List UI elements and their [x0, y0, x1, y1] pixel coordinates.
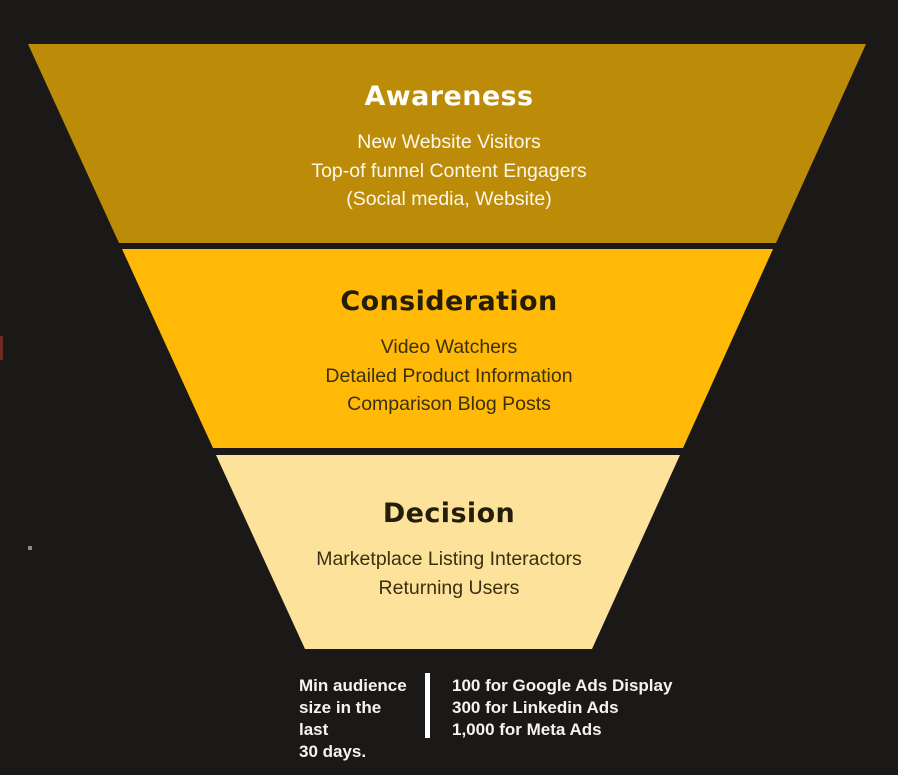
stage-item: Returning Users — [378, 576, 520, 599]
left-edge-red-artifact — [0, 336, 3, 360]
stage-awareness-items: New Website Visitors Top-of funnel Conte… — [311, 128, 586, 214]
stage-decision-items: Marketplace Listing Interactors Returnin… — [316, 545, 582, 602]
stage-decision-heading: Decision — [382, 498, 516, 529]
gray-speck-artifact — [28, 546, 32, 550]
stage-item: Comparison Blog Posts — [347, 393, 551, 416]
note-line: 30 days. — [299, 742, 367, 761]
threshold-line: 300 for Linkedin Ads — [452, 698, 619, 717]
min-audience-note: Min audience size in the last 30 days. — [299, 673, 407, 763]
stage-item: New Website Visitors — [357, 131, 541, 153]
stage-item: Marketplace Listing Interactors — [316, 548, 582, 570]
min-audience-footer: Min audience size in the last 30 days. 1… — [299, 673, 672, 763]
funnel-stage-awareness: Awareness New Website Visitors Top-of fu… — [28, 44, 866, 243]
stage-item: Top-of funnel Content Engagers — [311, 159, 587, 182]
note-line: Min audience — [299, 676, 407, 695]
funnel-stage-consideration: Consideration Video Watchers Detailed Pr… — [122, 249, 773, 448]
stage-awareness-heading: Awareness — [364, 81, 534, 112]
funnel-stage-decision: Decision Marketplace Listing Interactors… — [216, 455, 680, 649]
threshold-line: 1,000 for Meta Ads — [452, 720, 602, 739]
stage-consideration-items: Video Watchers Detailed Product Informat… — [325, 333, 572, 419]
stage-item: (Social media, Website) — [346, 188, 552, 211]
platform-thresholds: 100 for Google Ads Display 300 for Linke… — [452, 673, 672, 741]
stage-consideration-heading: Consideration — [340, 286, 558, 317]
footer-divider-bar — [425, 673, 430, 738]
stage-item: Video Watchers — [380, 336, 518, 358]
stage-item: Detailed Product Information — [325, 364, 573, 387]
threshold-line: 100 for Google Ads Display — [452, 676, 673, 695]
note-line: size in the last — [299, 698, 382, 739]
